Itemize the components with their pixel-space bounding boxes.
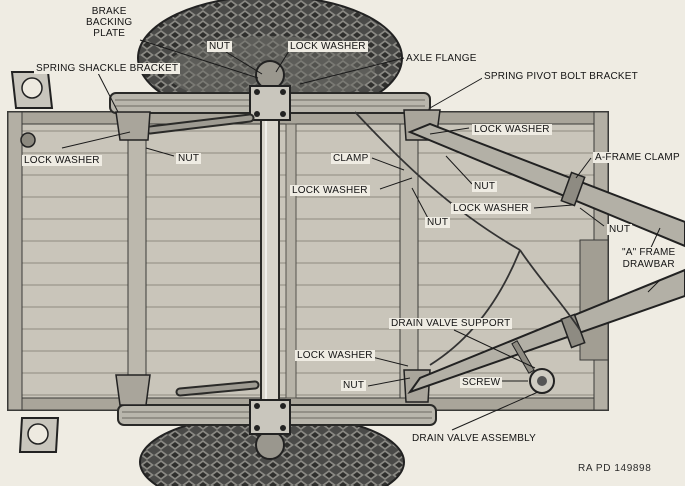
label-drain-valve-support: DRAIN VALVE SUPPORT (389, 318, 513, 329)
label-lock-washer-mid: LOCK WASHER (290, 185, 370, 196)
label-lock-washer-left: LOCK WASHER (22, 155, 102, 166)
label-lock-washer-right: LOCK WASHER (472, 124, 552, 135)
brake-cables (354, 111, 581, 366)
label-lock-washer-mid2: LOCK WASHER (451, 203, 531, 214)
top-tire (137, 0, 403, 121)
leaf-springs (109, 85, 437, 435)
label-axle-flange: AXLE FLANGE (404, 53, 479, 64)
label-spring-shackle-bracket: SPRING SHACKLE BRACKET (34, 63, 181, 74)
leader-lines (61, 39, 661, 431)
label-drain-valve-assembly: DRAIN VALVE ASSEMBLY (410, 433, 539, 444)
label-brake-backing-plate: BRAKE BACKING PLATE (84, 6, 135, 39)
label-nut-left: NUT (176, 153, 202, 164)
label-lock-washer-low: LOCK WASHER (295, 350, 375, 361)
label-nut-right: NUT (607, 224, 633, 235)
label-a-frame-clamp: A-FRAME CLAMP (593, 152, 682, 163)
label-nut-mid1: NUT (472, 181, 498, 192)
shock-absorbers (145, 113, 260, 397)
label-nut-mid2: NUT (425, 217, 451, 228)
label-clamp: CLAMP (331, 153, 371, 164)
a-frame-drawbar (407, 122, 685, 394)
label-lock-washer-top: LOCK WASHER (288, 41, 368, 52)
label-nut-top: NUT (207, 41, 233, 52)
reference-number: RA PD 149898 (578, 463, 652, 474)
label-a-frame-drawbar: "A" FRAME DRAWBAR (620, 247, 678, 271)
label-spring-pivot-bolt-bracket: SPRING PIVOT BOLT BRACKET (482, 71, 640, 82)
label-nut-low: NUT (341, 380, 367, 391)
label-screw: SCREW (460, 377, 503, 388)
